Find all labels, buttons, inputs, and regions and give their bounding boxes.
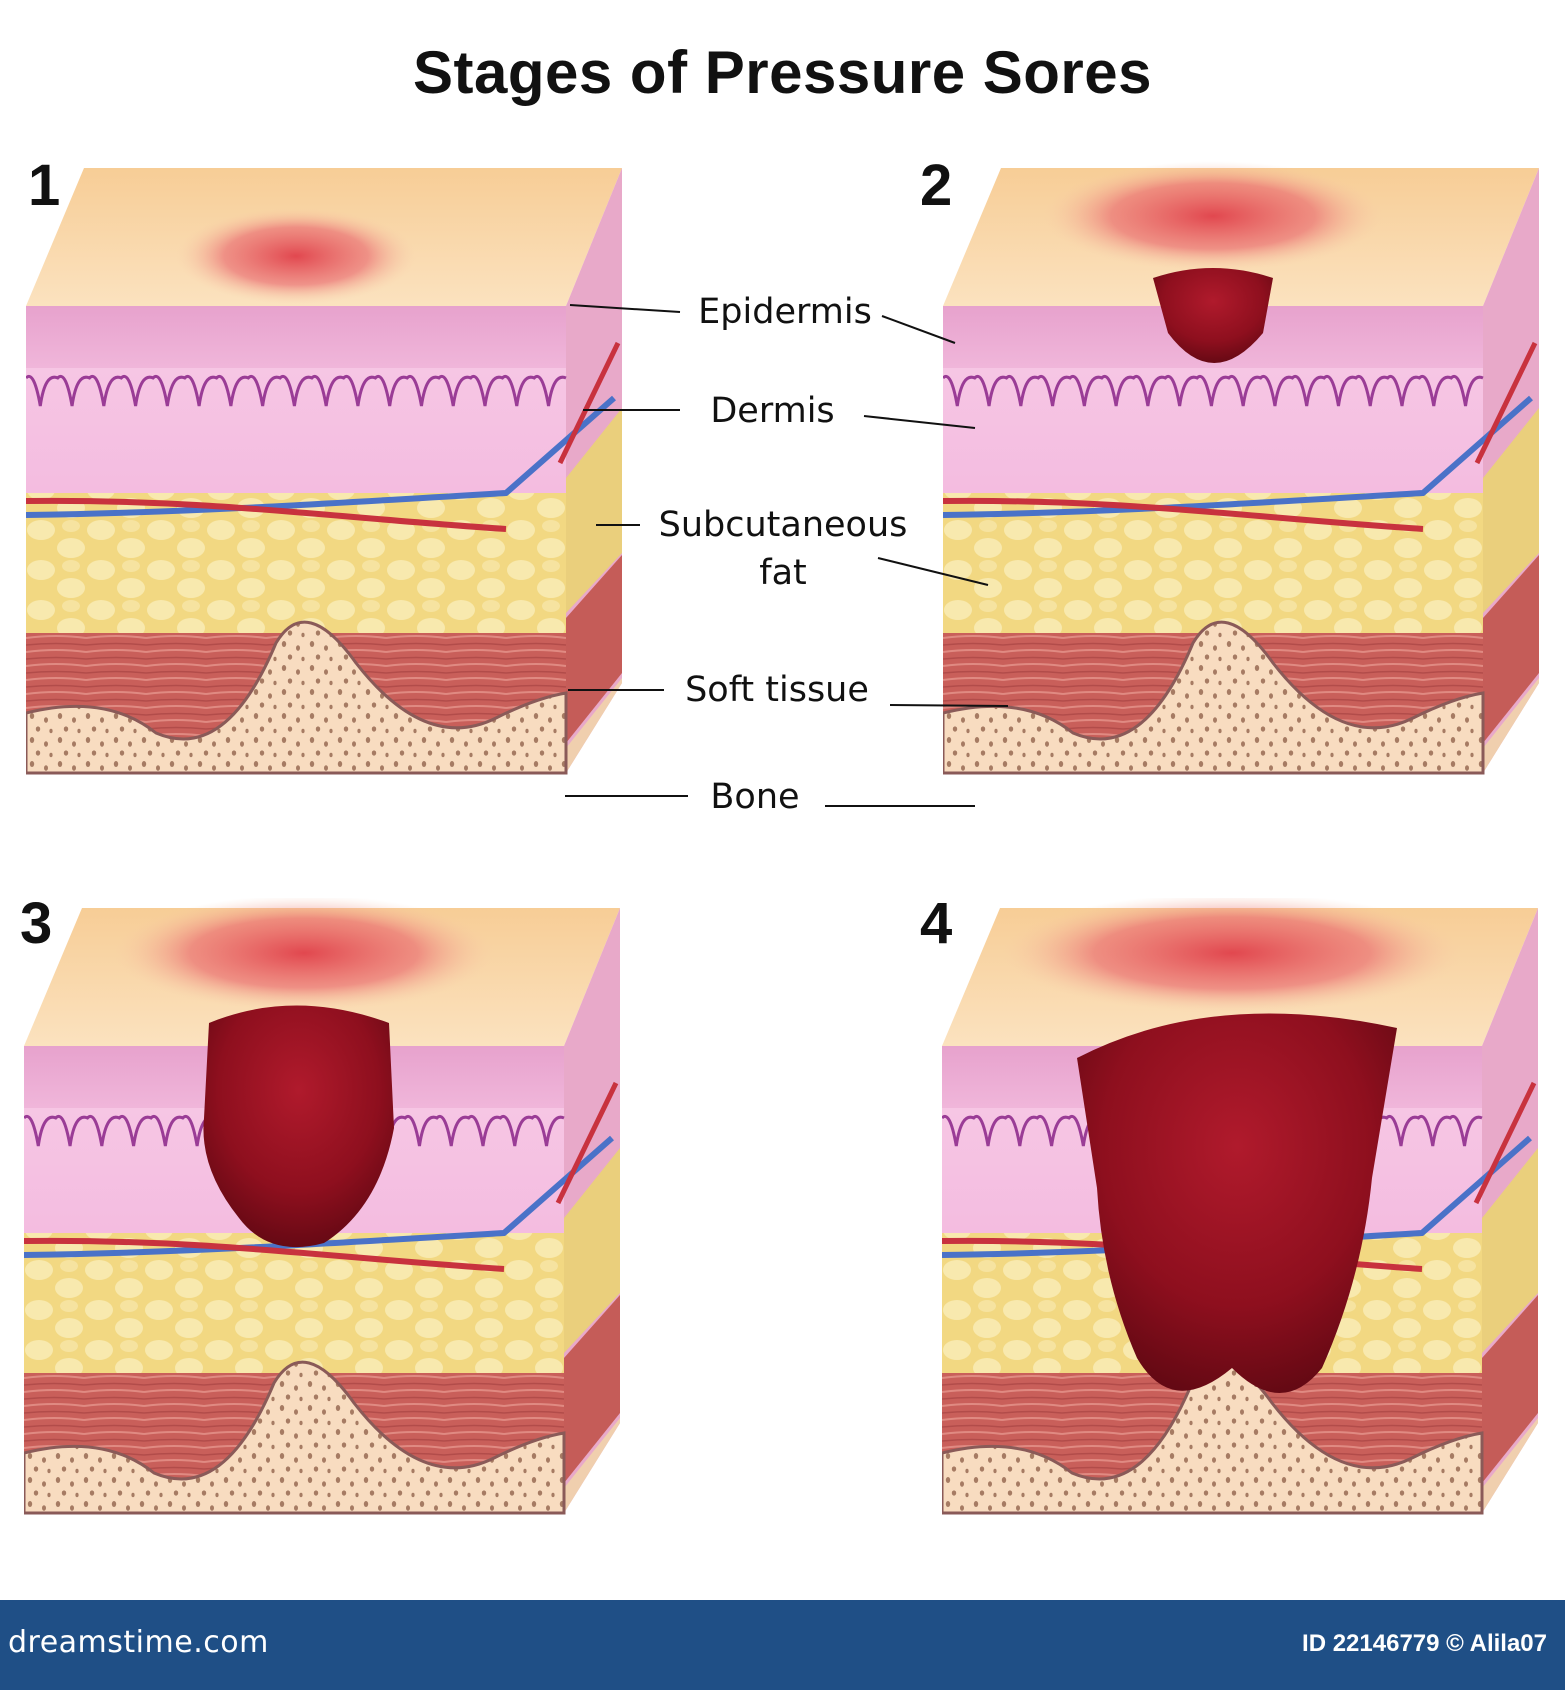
side-muscle (564, 1295, 620, 1483)
redness-patch (176, 208, 416, 304)
side-bone (1483, 678, 1539, 773)
bone-layer (26, 620, 568, 775)
redness-patch (1002, 898, 1462, 1013)
footer-image-id: ID 22146779 © Alila07 (1302, 1630, 1547, 1657)
dermal-papillae-line (943, 375, 1484, 407)
stage-4-block (942, 898, 1538, 1515)
label-epidermis: Epidermis (698, 292, 872, 332)
label-soft-tissue: Soft tissue (685, 670, 869, 710)
label-leader-lines (565, 304, 1009, 807)
side-muscle (566, 555, 622, 743)
side-fat (564, 1148, 620, 1353)
side-muscle (1483, 555, 1539, 743)
stage-number-1: 1 (28, 153, 61, 218)
stage-number-2: 2 (920, 153, 953, 218)
stage-1-block (26, 168, 622, 775)
stage-2-block (943, 161, 1539, 775)
deep-wound (1077, 1013, 1397, 1393)
artery (943, 497, 1424, 532)
bone-layer (943, 620, 1485, 775)
subcutaneous-fat-layer (943, 493, 1483, 633)
artery (26, 497, 507, 532)
side-bone (1482, 1418, 1538, 1513)
footer-brand: dreamstime.com (8, 1625, 269, 1660)
diagram-title: Stages of Pressure Sores (412, 39, 1152, 106)
artery-side (1474, 341, 1538, 465)
subcutaneous-fat-layer (24, 1233, 564, 1373)
bone-layer (24, 1360, 566, 1515)
side-fat (1483, 408, 1539, 613)
artery-side (557, 341, 621, 465)
artery (24, 1237, 505, 1272)
label-subcutaneous: Subcutaneous (658, 505, 908, 545)
label-bone: Bone (710, 777, 800, 817)
side-bone (564, 1418, 620, 1513)
dermis-layer (943, 368, 1483, 493)
open-wound (203, 1005, 394, 1248)
redness-patch (114, 898, 494, 1011)
footer-bar: dreamstime.com ID 22146779 © Alila07 (0, 1600, 1565, 1690)
artery-side (1473, 1081, 1537, 1205)
stage-3-block (24, 898, 620, 1515)
label-fat: fat (759, 553, 807, 593)
label-dermis: Dermis (710, 391, 835, 431)
epidermis-layer (26, 306, 566, 368)
artery-side (555, 1081, 619, 1205)
stage-number-3: 3 (20, 891, 53, 956)
side-bone (566, 678, 622, 773)
dermis-layer (26, 368, 566, 493)
side-fat (566, 408, 622, 613)
stage-number-4: 4 (920, 891, 953, 956)
side-fat (1482, 1148, 1538, 1353)
dermal-papillae-line (26, 375, 567, 407)
subcutaneous-fat-layer (26, 493, 566, 633)
blister-wound (1153, 268, 1273, 363)
side-muscle (1482, 1295, 1538, 1483)
redness-patch (1043, 161, 1383, 271)
